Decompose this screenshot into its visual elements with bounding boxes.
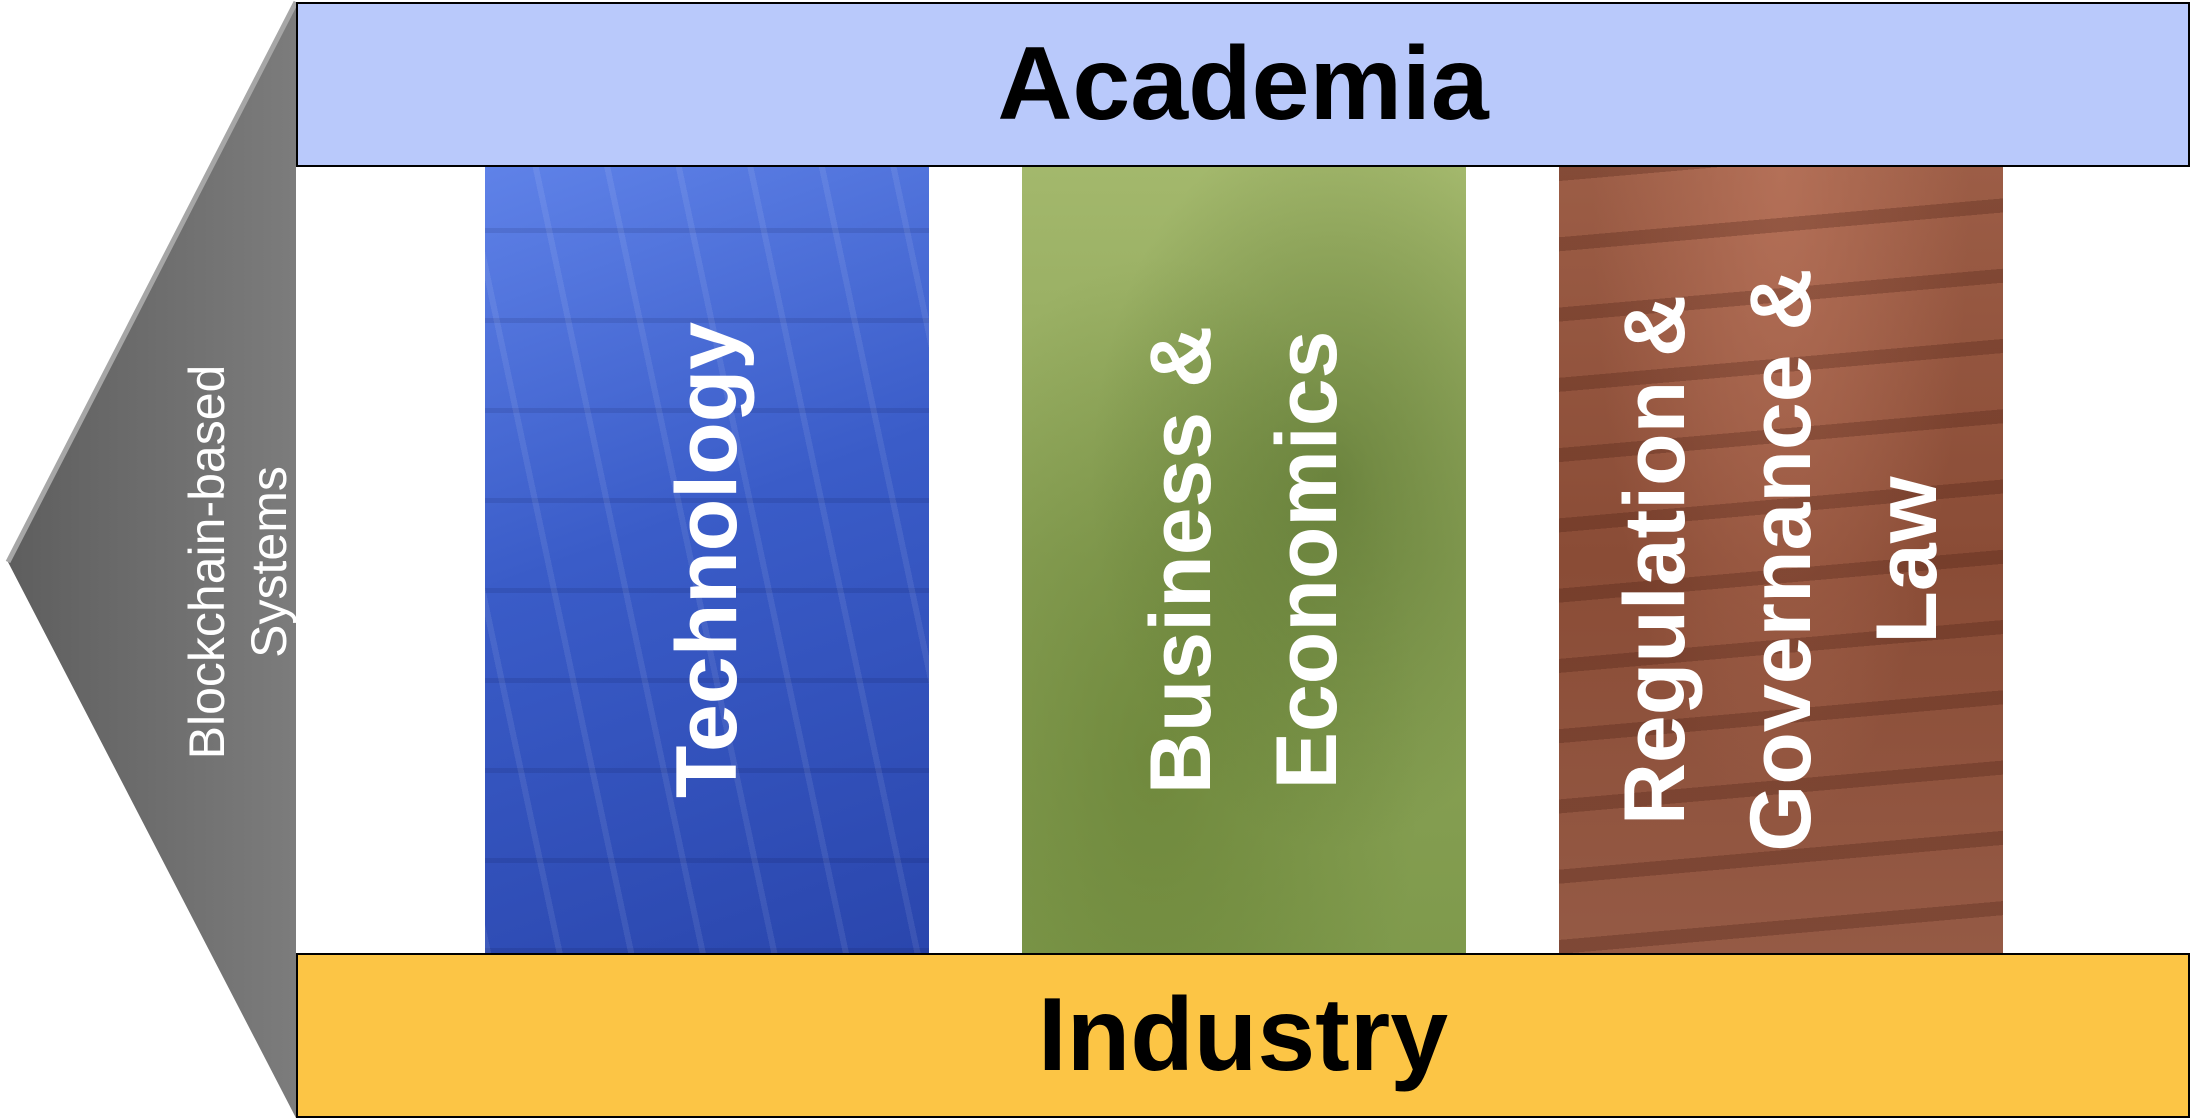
pillar-business-economics: Business & Economics bbox=[1022, 167, 1466, 953]
pillar-label-line: Business & bbox=[1133, 325, 1229, 795]
pillar-regulation-governance-law: Regulation & Governance & Law bbox=[1559, 167, 2003, 953]
pillar-technology: Technology bbox=[485, 167, 929, 953]
academia-label: Academia bbox=[997, 26, 1489, 142]
pillar-label-line: Regulation & bbox=[1607, 294, 1703, 826]
pillar-label: Technology bbox=[644, 180, 770, 940]
side-arrow-shape bbox=[5, 0, 299, 1118]
pillar-label-line: Law bbox=[1859, 476, 1955, 644]
pillar-label: Business & Economics bbox=[1118, 180, 1370, 940]
pillar-label-line: Economics bbox=[1259, 330, 1355, 790]
side-arrow-label-line: Systems bbox=[241, 466, 297, 658]
industry-band: Industry bbox=[296, 953, 2190, 1118]
pillar-label: Regulation & Governance & Law bbox=[1592, 180, 1970, 940]
pillar-label-line: Technology bbox=[659, 321, 755, 799]
side-arrow-label-line: Blockchain-based bbox=[179, 364, 235, 760]
academia-band: Academia bbox=[296, 2, 2190, 167]
side-arrow-label: Blockchain-based Systems bbox=[176, 282, 300, 842]
industry-label: Industry bbox=[1037, 977, 1449, 1093]
pillar-label-line: Governance & bbox=[1733, 268, 1829, 852]
